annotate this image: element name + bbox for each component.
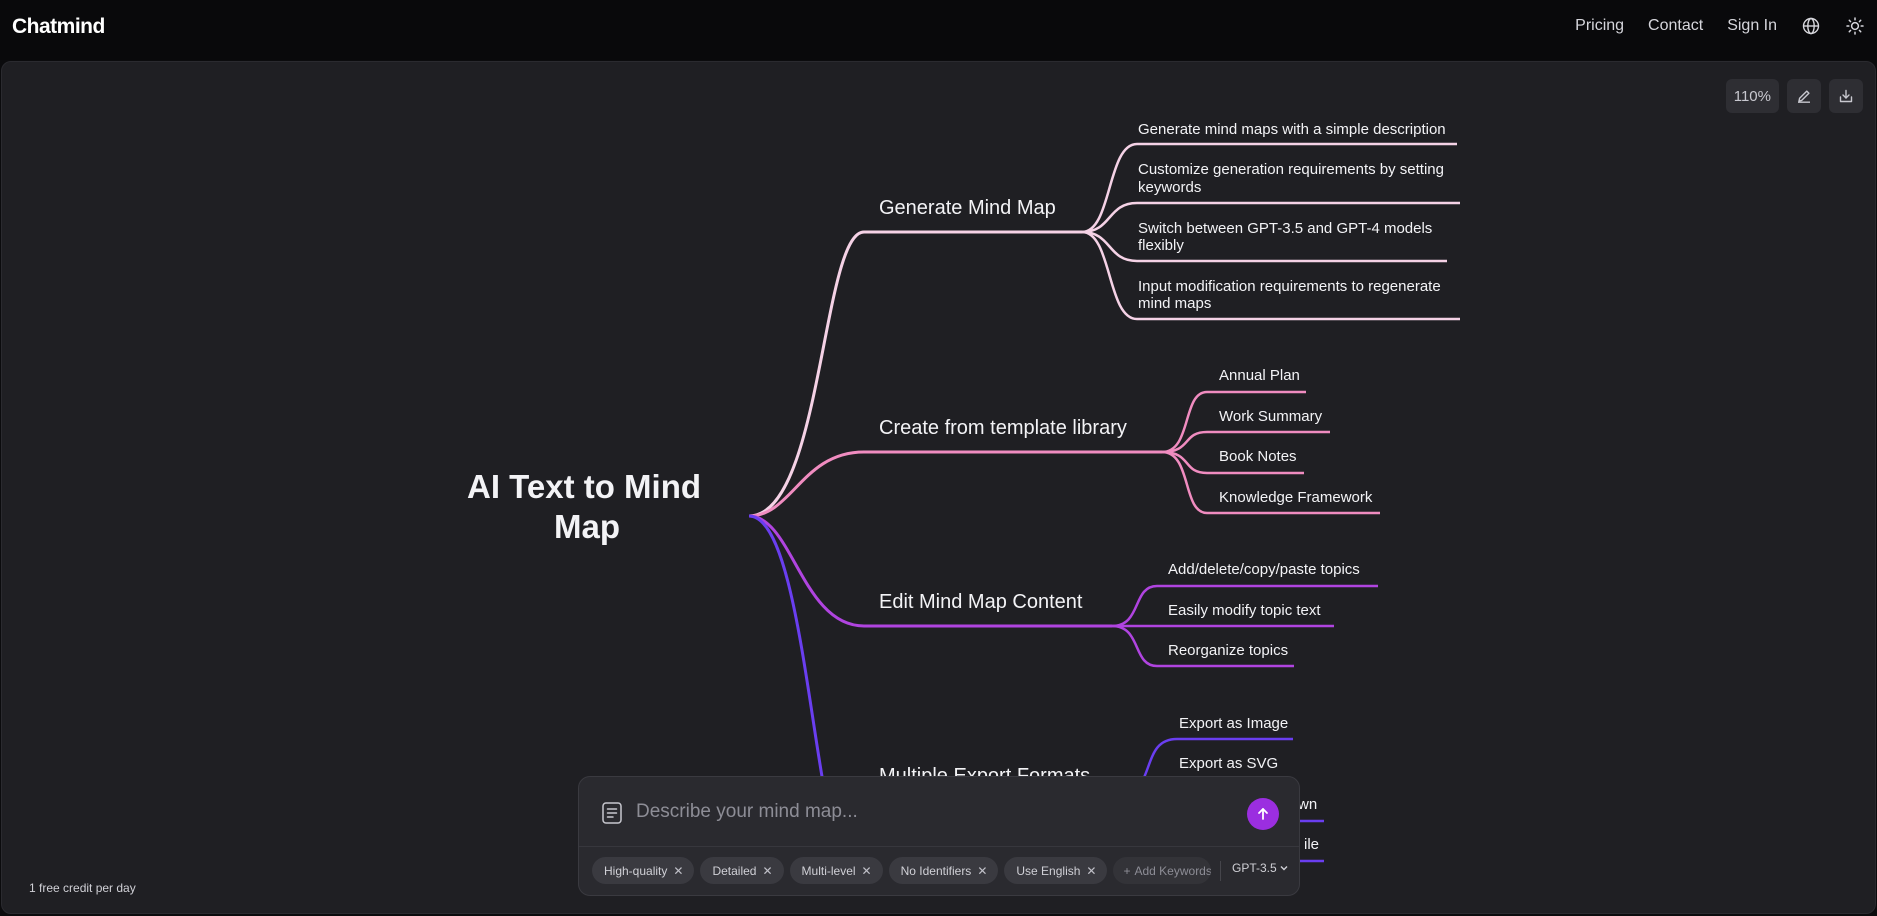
root-topic-line1[interactable]: AI Text to Mind [467, 468, 701, 505]
edge-tpl-leaf4 [1161, 450, 1380, 515]
arrow-up-icon [1258, 808, 1268, 820]
root-topic-line2[interactable]: Map [554, 508, 620, 545]
pencil-icon[interactable] [1787, 79, 1821, 113]
leaf-edit-add-delete[interactable]: Add/delete/copy/paste topics [1168, 561, 1360, 578]
keyword-chips: High-quality ✕ Detailed ✕ Multi-level ✕ No … [592, 857, 1212, 884]
edge-root-template [748, 450, 865, 518]
prompt-input-row [579, 777, 1299, 847]
edge-edit-leaf3 [1111, 624, 1294, 668]
leaf-edit-reorganize[interactable]: Reorganize topics [1168, 642, 1288, 659]
leaf-gen-4-line1[interactable]: Input modification requirements to regen… [1138, 278, 1441, 295]
leaf-tpl-work-summary[interactable]: Work Summary [1219, 408, 1323, 425]
close-icon[interactable]: ✕ [673, 863, 684, 878]
mindmap: AI Text to Mind Map Generate Mind Map Cr… [467, 121, 1460, 863]
free-credit-note: 1 free credit per day [29, 881, 136, 895]
edge-edit-leaf1 [1111, 584, 1378, 628]
edge-export-leaf1 [1140, 737, 1293, 783]
branch-generate-mind-map[interactable]: Generate Mind Map [879, 197, 1056, 219]
leaf-export-image[interactable]: Export as Image [1179, 715, 1288, 732]
canvas-toolbar: 110% [1725, 79, 1863, 113]
app-logo[interactable]: Chatmind [12, 15, 105, 38]
edge-root-edit [748, 514, 865, 628]
leaf-gen-1[interactable]: Generate mind maps with a simple descrip… [1138, 121, 1446, 138]
close-icon[interactable]: ✕ [1086, 863, 1097, 878]
edge-tpl-leaf2 [1161, 430, 1330, 454]
chip-use-english[interactable]: Use English ✕ [1004, 857, 1108, 884]
branch-create-from-template[interactable]: Create from template library [879, 417, 1127, 439]
chip-label: Detailed [712, 863, 757, 878]
leaf-gen-2-line1[interactable]: Customize generation requirements by set… [1138, 161, 1444, 178]
chip-label: Use English [1016, 863, 1081, 878]
model-selector[interactable]: GPT-3.5 [1232, 861, 1289, 875]
chip-label: High-quality [604, 863, 668, 878]
close-icon[interactable]: ✕ [762, 863, 773, 878]
chip-label: Multi-level [801, 863, 856, 878]
leaf-edit-modify-text[interactable]: Easily modify topic text [1168, 602, 1321, 619]
divider [1220, 861, 1221, 881]
globe-icon[interactable] [1801, 16, 1821, 36]
nav-links: Pricing Contact Sign In [1575, 16, 1865, 36]
leaf-gen-3-line2[interactable]: flexibly [1138, 237, 1184, 254]
edge-root-generate [748, 230, 865, 518]
chip-high-quality[interactable]: High-quality ✕ [592, 857, 695, 884]
download-icon[interactable] [1829, 79, 1863, 113]
leaf-export-markdown-partial[interactable]: wn [1297, 796, 1317, 813]
chip-no-identifiers[interactable]: No Identifiers ✕ [888, 857, 999, 884]
add-keywords-label: Add Keywords [1134, 863, 1212, 878]
chip-detailed[interactable]: Detailed ✕ [700, 857, 784, 884]
leaf-gen-4-line2[interactable]: mind maps [1138, 295, 1211, 312]
close-icon[interactable]: ✕ [977, 863, 988, 878]
zoom-level-button[interactable]: 110% [1725, 79, 1779, 113]
edge-gen-leaf4 [1081, 230, 1460, 321]
leaf-tpl-annual-plan[interactable]: Annual Plan [1219, 367, 1300, 384]
nav-pricing-link[interactable]: Pricing [1575, 17, 1625, 34]
mindmap-description-input[interactable] [636, 797, 1216, 827]
edge-gen-leaf1 [1081, 142, 1457, 234]
chevron-down-icon [1280, 866, 1288, 871]
leaf-export-svg[interactable]: Export as SVG [1179, 755, 1278, 772]
send-button[interactable] [1247, 798, 1279, 830]
top-navigation-bar: Chatmind Pricing Contact Sign In [0, 0, 1877, 60]
leaf-gen-3-line1[interactable]: Switch between GPT-3.5 and GPT-4 models [1138, 220, 1432, 237]
chip-label: No Identifiers [900, 863, 972, 878]
leaf-tpl-knowledge-framework[interactable]: Knowledge Framework [1219, 489, 1373, 506]
chip-multi-level[interactable]: Multi-level ✕ [789, 857, 883, 884]
sun-icon[interactable] [1845, 16, 1865, 36]
edge-gen-leaf3 [1081, 230, 1447, 263]
nav-sign-in-link[interactable]: Sign In [1727, 17, 1777, 34]
leaf-export-file-partial[interactable]: ile [1304, 836, 1319, 853]
plus-icon: + [1123, 863, 1131, 878]
mindmap-canvas[interactable]: AI Text to Mind Map Generate Mind Map Cr… [1, 61, 1876, 914]
add-keywords-button[interactable]: +Add Keywords [1113, 857, 1212, 884]
model-label: GPT-3.5 [1232, 861, 1277, 875]
document-icon[interactable] [601, 801, 623, 825]
branch-edit-content[interactable]: Edit Mind Map Content [879, 591, 1083, 613]
edge-gen-leaf2 [1081, 201, 1460, 234]
leaf-gen-2-line2[interactable]: keywords [1138, 179, 1201, 196]
prompt-panel: High-quality ✕ Detailed ✕ Multi-level ✕ No … [578, 776, 1300, 896]
close-icon[interactable]: ✕ [861, 863, 872, 878]
leaf-tpl-book-notes[interactable]: Book Notes [1219, 448, 1297, 465]
nav-contact-link[interactable]: Contact [1648, 17, 1704, 34]
edge-tpl-leaf1 [1161, 390, 1306, 454]
